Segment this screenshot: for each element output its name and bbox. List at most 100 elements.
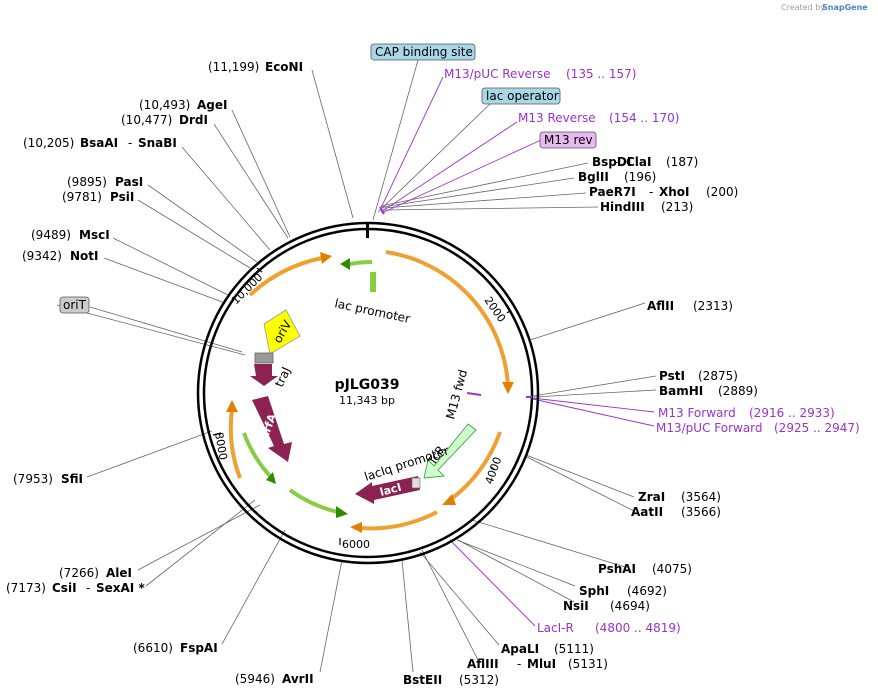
lacI-marker xyxy=(411,477,421,489)
m13-rev-box xyxy=(539,131,597,149)
green-arc-bottom xyxy=(288,488,339,514)
m13-fwd-mark xyxy=(466,392,482,396)
credit-prefix: Created by xyxy=(781,3,825,12)
BglII-pos: (196) xyxy=(624,170,656,184)
PsiI-name: PsiI xyxy=(110,190,134,204)
ApaLI-name: ApaLI xyxy=(501,642,539,656)
AgeI-pos: (10,493) xyxy=(139,98,190,112)
PasI-name: PasI xyxy=(115,175,143,189)
lacI-label: lacI xyxy=(378,481,402,499)
NotI-pos: (9342) xyxy=(22,249,62,263)
SexAI-name: SexAI * xyxy=(96,581,145,595)
lacI-shape xyxy=(355,476,420,504)
green-arc-bottom-arrow xyxy=(336,506,348,518)
MscI-pos: (9489) xyxy=(31,228,71,242)
tick-8000: 8000 xyxy=(212,431,230,461)
m13puc-fwd-name: M13/pUC Forward xyxy=(656,421,763,435)
credit-brand: SnapGene xyxy=(822,3,868,12)
PasI-pos: (9895) xyxy=(67,175,107,189)
BsaAI-name: BsaAI xyxy=(80,136,118,150)
PshAI-pos: (4075) xyxy=(652,562,692,576)
ZraI-pos: (3564) xyxy=(681,490,721,504)
SfiI-name: SfiI xyxy=(61,472,83,486)
PaeR7I-dash: - xyxy=(649,185,653,199)
m13-forward-name: M13 Forward xyxy=(658,406,736,420)
AgeI-name: AgeI xyxy=(197,98,227,112)
SphI-name: SphI xyxy=(579,584,609,598)
PstI-name: PstI xyxy=(659,369,685,383)
green-features xyxy=(242,258,376,518)
green-arc-left-arrow xyxy=(266,472,276,484)
PaeR7I-pos: (200) xyxy=(706,185,738,199)
XhoI-name: XhoI xyxy=(659,185,690,199)
feature-arc-1-arrow xyxy=(502,382,514,394)
plasmid-length: 11,343 bp xyxy=(339,394,395,407)
plasmid-name: pJLG039 xyxy=(335,377,400,393)
lac-operator-box xyxy=(481,87,561,105)
HindIII-pos: (213) xyxy=(661,200,693,214)
CsiI-dash: - xyxy=(86,581,90,595)
DrdI-pos: (10,477) xyxy=(121,113,172,127)
primer-leader-lines xyxy=(379,76,655,627)
AvrII-name: AvrII xyxy=(282,672,314,686)
interior-labels: lac promoter lacIq promoter M13 fwd pJLG… xyxy=(333,296,470,484)
primer-marks xyxy=(379,206,532,398)
AflII-name: AflII xyxy=(647,299,674,313)
AflIII-dash: - xyxy=(517,657,521,671)
CsiI-name: CsiI xyxy=(52,581,77,595)
m13-forward-range: (2916 .. 2933) xyxy=(749,406,835,420)
BspDI-name: BspDI xyxy=(592,155,631,169)
HindIII-name: HindIII xyxy=(600,200,645,214)
oriT-box xyxy=(59,296,90,314)
feature-arc-3-arrow xyxy=(350,522,362,533)
BglII-name: BglII xyxy=(578,170,609,184)
lac-operator-label: lac operator xyxy=(486,89,559,103)
feature-arc-5-arrow xyxy=(320,252,332,264)
right-sites: BstEII (5312) AflIII - MluI (5131) ApaLI… xyxy=(403,155,758,687)
PshAI-name: PshAI xyxy=(598,562,636,576)
lac-promoter-arc xyxy=(349,260,373,266)
SnaBI-name: SnaBI xyxy=(138,136,177,150)
oriV-shape xyxy=(263,309,301,355)
AflIII-name: AflIII xyxy=(467,657,499,671)
orange-features xyxy=(226,250,514,533)
PaeR7I-name: PaeR7I xyxy=(589,185,636,199)
trfA-shape xyxy=(252,396,292,462)
primer-labels: M13/pUC Reverse (135 .. 157) M13 Reverse… xyxy=(444,67,860,635)
SfiI-pos: (7953) xyxy=(13,472,53,486)
MscI-name: MscI xyxy=(79,228,110,242)
NsiI-name: NsiI xyxy=(563,599,589,613)
NotI-name: NotI xyxy=(70,249,99,263)
shape-features: oriV traJ trfA TcR lacI xyxy=(250,309,477,504)
MluI-name: MluI xyxy=(527,657,556,671)
BspDI-pos: (187) xyxy=(666,155,698,169)
BamHI-name: BamHI xyxy=(659,384,703,398)
backbone-outer-ring xyxy=(196,221,540,565)
PsiI-pos: (9781) xyxy=(62,190,102,204)
m13-rev-label: M13 rev xyxy=(544,133,593,147)
FspAI-name: FspAI xyxy=(180,641,218,655)
m13-fwd-label: M13 fwd xyxy=(443,368,470,421)
AvrII-pos: (5946) xyxy=(235,672,275,686)
BsaAI-dash: - xyxy=(128,136,132,150)
tick-6000: 6000 xyxy=(342,538,370,551)
AflII-pos: (2313) xyxy=(693,299,733,313)
TcR-shape xyxy=(423,423,477,479)
AflIII-pos: (5131) xyxy=(568,657,608,671)
m13-reverse-name: M13 Reverse xyxy=(518,111,596,125)
CsiI-pos: (7173) xyxy=(6,581,46,595)
BstEII-name: BstEII xyxy=(403,673,442,687)
traJ-shape xyxy=(250,364,278,386)
lac-promoter-label: lac promoter xyxy=(333,296,411,326)
boxed-labels: CAP binding site lac operator M13 rev or… xyxy=(59,43,597,314)
feature-arc-4-arrow xyxy=(226,400,238,412)
SphI-pos: (4692) xyxy=(627,584,667,598)
feature-arc-2-arrow xyxy=(442,494,456,505)
m13-reverse-range: (154 .. 170) xyxy=(609,111,679,125)
EcoNI-name: EcoNI xyxy=(265,60,303,74)
EcoNI-pos: (11,199) xyxy=(208,60,259,74)
cap-label: CAP binding site xyxy=(375,45,473,59)
feature-arc-5 xyxy=(248,256,323,297)
BstEII-pos: (5312) xyxy=(459,673,499,687)
m13puc-rev-range: (135 .. 157) xyxy=(566,67,636,81)
